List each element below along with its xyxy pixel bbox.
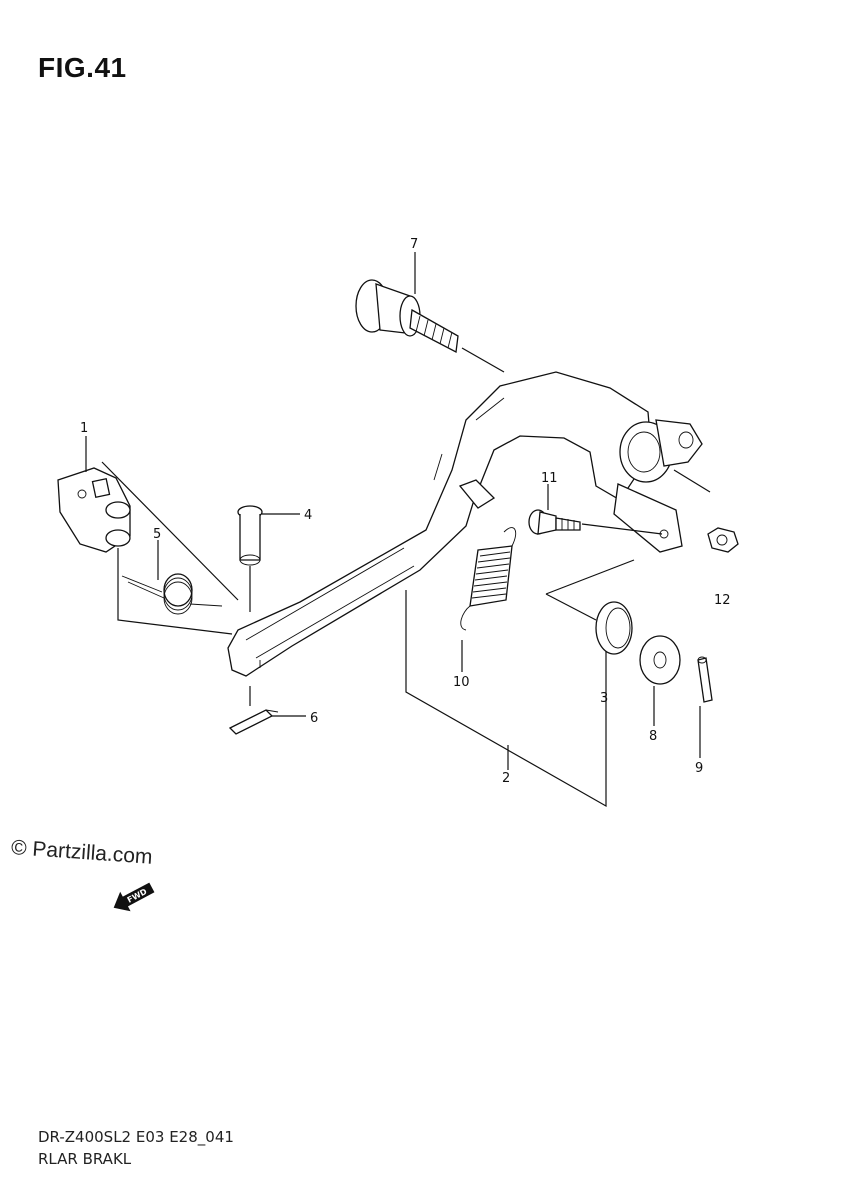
leader-line	[117, 548, 233, 635]
callout-11: 11	[541, 471, 558, 486]
pivot-bolt-part-7[interactable]	[355, 279, 459, 354]
callout-8: 8	[649, 729, 657, 744]
callout-10: 10	[453, 675, 470, 690]
leader-line	[545, 559, 635, 595]
torsion-spring-part-5[interactable]	[121, 573, 223, 615]
leader-line	[101, 461, 239, 601]
pin-part-4[interactable]	[237, 505, 263, 566]
callout-2: 2	[502, 771, 510, 786]
leader-line	[461, 347, 505, 373]
callout-1: 1	[80, 421, 88, 436]
brake-pedal-part-2[interactable]	[227, 371, 703, 677]
forward-direction-arrow: FWD	[113, 882, 155, 912]
callout-3: 3	[600, 691, 608, 706]
washer-part-8[interactable]	[639, 635, 681, 685]
leader-line	[673, 469, 711, 493]
bolt-part-11[interactable]	[528, 509, 581, 535]
callout-7: 7	[410, 237, 418, 252]
cotter-pin-part-9[interactable]	[697, 656, 713, 703]
cotter-pin-part-6[interactable]	[228, 709, 279, 735]
bracket-part-1[interactable]	[57, 467, 131, 553]
callout-5: 5	[153, 527, 161, 542]
nut-part-12[interactable]	[707, 527, 739, 553]
figure-title: FIG.41	[38, 52, 127, 83]
callout-9: 9	[695, 761, 703, 776]
seal-part-3[interactable]	[595, 601, 633, 655]
callout-4: 4	[304, 508, 312, 523]
callout-12: 12	[714, 593, 731, 608]
model-code: DR-Z400SL2 E03 E28_041	[38, 1128, 234, 1146]
leader-line	[405, 590, 607, 808]
copyright-symbol: ©	[10, 836, 28, 861]
return-spring-part-10[interactable]	[460, 527, 517, 631]
leader-line	[545, 593, 597, 621]
callout-6: 6	[310, 711, 318, 726]
leader-line	[581, 523, 663, 535]
section-name: RLAR BRAKL	[38, 1150, 132, 1168]
